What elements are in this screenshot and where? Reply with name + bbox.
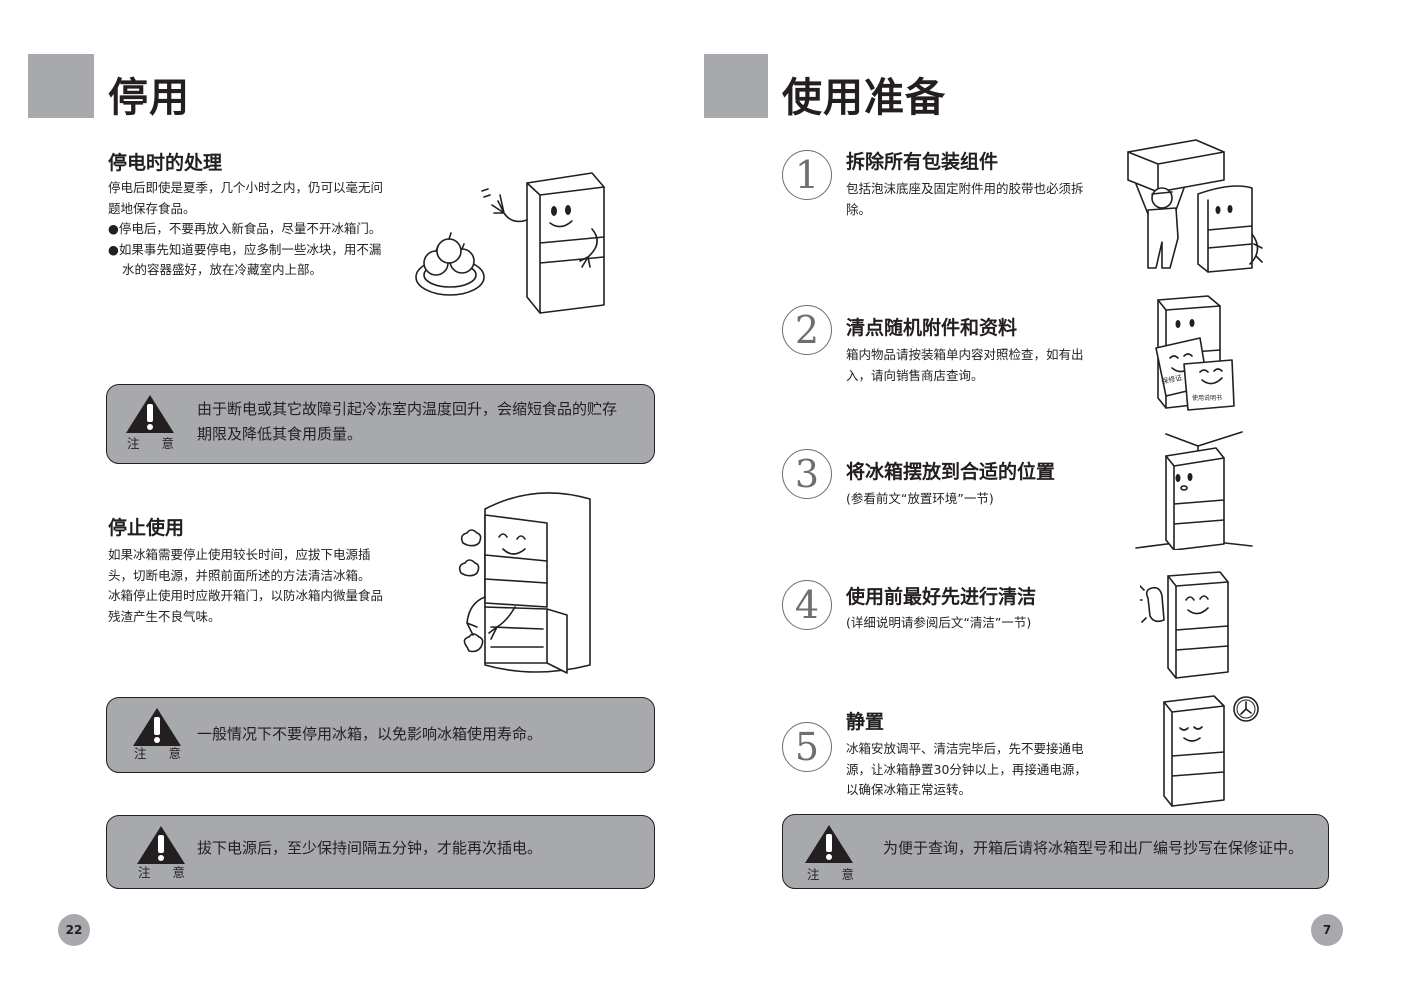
left-page-number: 22 [58,914,90,946]
notice-stop-use: 注意 一般情况下不要停用冰箱，以免影响冰箱使用寿命。 [106,697,655,773]
step-5-text: 冰箱安放调平、清洁完毕后，先不要接通电源，让冰箱静置30分钟以上，再接通电源，以… [846,741,1087,797]
stop-use-paragraph-1: 如果冰箱需要停止使用较长时间，应拔下电源插头，切断电源，并照前面所述的方法清洁冰… [108,547,371,583]
step-2-text: 箱内物品请按装箱单内容对照检查，如有出入，请向销售商店查询。 [846,347,1084,383]
warranty-booklet-label: 保修证 [1161,373,1183,386]
step-2-title: 清点随机附件和资料 [846,317,1018,339]
fridge-apples-illustration [415,172,605,314]
stop-use-paragraph-2: 冰箱停止使用时应敞开箱门，以防冰箱内微量食品残渣产生不良气味。 [108,588,384,624]
notice-label: 注意 [127,436,197,451]
notice-record-serial: 注意 为便于查询，开箱后请将冰箱型号和出厂编号抄写在保修证中。 [782,814,1329,889]
power-outage-text: 停电后即使是夏季，几个小时之内，仍可以毫无问题地保存食品。 ●停电后，不要再放入… [108,178,386,281]
notice-text: 一般情况下不要停用冰箱，以免影响冰箱使用寿命。 [197,725,543,743]
right-page-number: 7 [1311,914,1343,946]
open-fridge-illustration [458,492,591,674]
step-4-number: 4 [782,580,832,630]
stop-use-text: 如果冰箱需要停止使用较长时间，应拔下电源插头，切断电源，并照前面所述的方法清洁冰… [108,545,386,627]
notice-power-outage: 注意 由于断电或其它故障引起冷冻室内温度回升，会缩短食品的贮存期限及降低其食用质… [106,384,655,464]
step-1-number: 1 [782,150,832,200]
step-4-text: (详细说明请参阅后文“清洁”一节) [846,615,1032,630]
warning-triangle-icon [805,825,853,863]
left-page-title: 停用 [108,75,190,121]
power-outage-bullet-2: ●如果事先知道要停电，应多制一些冰块，用不漏水的容器盛好，放在冷藏室内上部。 [108,241,382,278]
left-title-block [28,54,94,118]
step-3-number: 3 [782,449,832,499]
step-4-title: 使用前最好先进行清洁 [846,586,1037,608]
power-outage-heading: 停电时的处理 [108,152,223,174]
power-outage-bullet-1: ●停电后，不要再放入新食品，尽量不开冰箱门。 [108,221,382,236]
warning-triangle-icon [137,826,185,864]
step-1-title: 拆除所有包装组件 [846,151,999,173]
step-5-number: 5 [782,722,832,772]
power-outage-paragraph: 停电后即使是夏季，几个小时之内，仍可以毫无问题地保存食品。 [108,180,384,216]
step-2-number: 2 [782,305,832,355]
placement-illustration [1135,431,1253,550]
cleaning-illustration [1140,571,1229,679]
step-5-title: 静置 [846,711,885,733]
step-3-title: 将冰箱摆放到合适的位置 [846,461,1056,483]
unpacking-illustration [1127,139,1263,273]
right-page-title: 使用准备 [782,75,946,121]
notice-label: 注意 [807,867,877,882]
resting-fridge-illustration [1163,695,1225,807]
clock-icon [1233,696,1259,722]
notice-text: 由于断电或其它故障引起冷冻室内温度回升，会缩短食品的贮存期限及降低其食用质量。 [197,400,618,443]
manual-booklet-label: 使用说明书 [1192,394,1222,402]
notice-label: 注意 [138,865,208,880]
warning-triangle-icon [133,708,181,746]
stop-use-heading: 停止使用 [108,517,185,539]
notice-label: 注意 [134,746,204,761]
notice-text: 为便于查询，开箱后请将冰箱型号和出厂编号抄写在保修证中。 [883,839,1304,857]
accessories-illustration: 保修证 使用说明书 [1155,295,1235,411]
right-title-block [704,54,768,118]
step-3-text: (参看前文“放置环境”一节) [846,491,994,506]
notice-unplug: 注意 拔下电源后，至少保持间隔五分钟，才能再次插电。 [106,815,655,889]
step-1-text: 包括泡沫底座及固定附件用的胶带也必须拆除。 [846,181,1084,217]
notice-text: 拔下电源后，至少保持间隔五分钟，才能再次插电。 [197,839,543,857]
warning-triangle-icon [126,395,174,433]
